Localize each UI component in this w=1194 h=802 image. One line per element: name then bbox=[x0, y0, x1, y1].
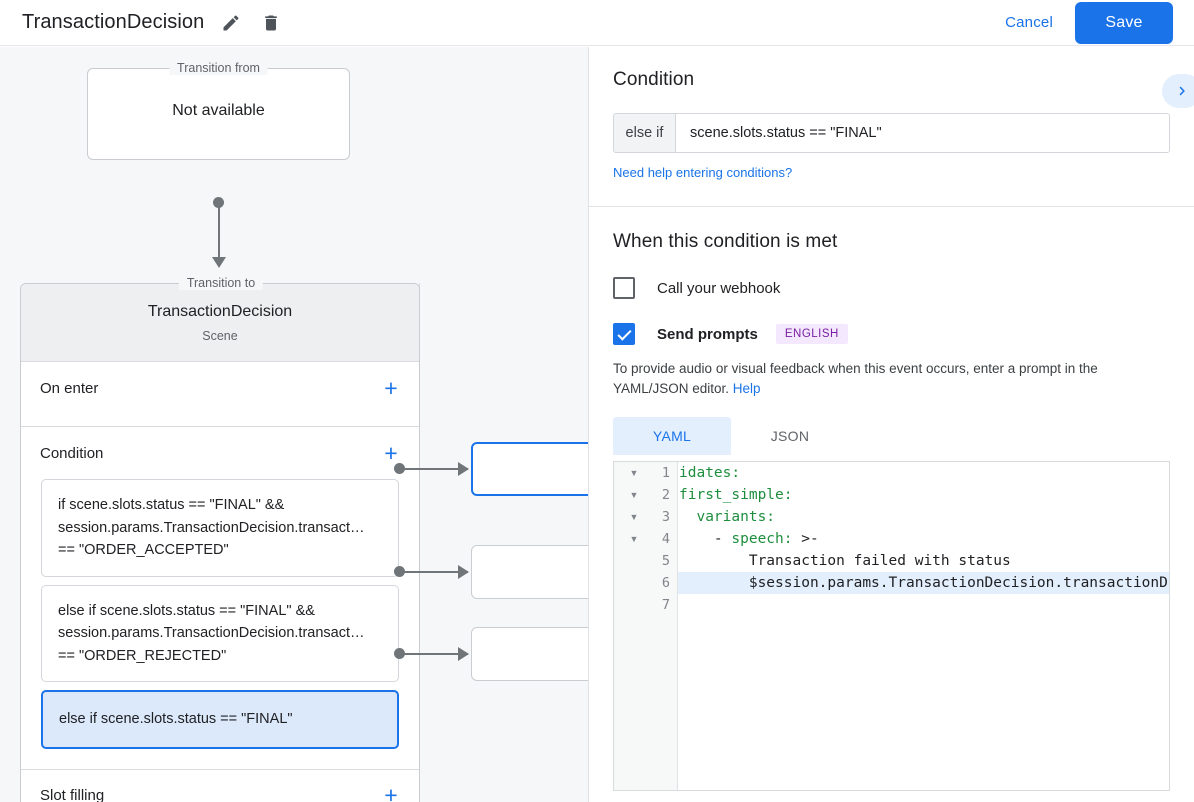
editor-gutter-row: 7 bbox=[614, 594, 677, 616]
top-bar: TransactionDecision Cancel Save bbox=[0, 0, 1194, 46]
scene-header[interactable]: TransactionDecision Scene bbox=[21, 284, 419, 362]
condition-detail-panel: Condition else if Need help entering con… bbox=[588, 47, 1194, 802]
language-badge: ENGLISH bbox=[775, 324, 848, 344]
save-button[interactable]: Save bbox=[1075, 1, 1173, 44]
prompt-editor-help-link[interactable]: Help bbox=[732, 381, 761, 396]
editor-line-number: 6 bbox=[661, 575, 670, 591]
condition-out-line bbox=[404, 468, 468, 470]
editor-gutter-row: 5 bbox=[614, 550, 677, 572]
transition-connector-arrow bbox=[212, 257, 226, 268]
section-condition-title: Condition bbox=[40, 444, 104, 462]
call-webhook-label: Call your webhook bbox=[657, 279, 781, 297]
tab-yaml[interactable]: YAML bbox=[613, 417, 731, 455]
condition-input-row: else if bbox=[613, 113, 1170, 153]
transition-connector-line bbox=[218, 201, 220, 261]
editor-gutter-row: 6 bbox=[614, 572, 677, 594]
prompt-editor-hint-text: To provide audio or visual feedback when… bbox=[613, 361, 1098, 396]
panel-condition-section: Condition else if Need help entering con… bbox=[589, 47, 1194, 207]
condition-out-line bbox=[404, 571, 468, 573]
call-webhook-checkbox[interactable] bbox=[613, 277, 635, 299]
add-on-enter-plus-icon[interactable]: + bbox=[384, 374, 398, 401]
transition-from-value: Not available bbox=[172, 102, 265, 119]
editor-line-number: 4 bbox=[661, 531, 670, 547]
condition-item[interactable]: if scene.slots.status == "FINAL" && sess… bbox=[41, 479, 399, 577]
send-prompts-row[interactable]: Send prompts ENGLISH bbox=[613, 323, 1170, 345]
section-condition-head: Condition + bbox=[21, 427, 419, 479]
fold-toggle-icon[interactable]: ▼ bbox=[629, 512, 639, 522]
send-prompts-checkbox[interactable] bbox=[613, 323, 635, 345]
editor-code-line[interactable] bbox=[678, 594, 1169, 616]
editor-gutter-row: ▼3 bbox=[614, 506, 677, 528]
condition-out-arrow bbox=[458, 647, 469, 661]
transition-target-card[interactable] bbox=[471, 627, 588, 681]
transition-to-card: Transition to TransactionDecision Scene … bbox=[20, 276, 420, 802]
trash-icon[interactable] bbox=[258, 10, 284, 36]
add-slot-filling-plus-icon[interactable]: + bbox=[384, 782, 398, 802]
fold-toggle-icon[interactable]: ▼ bbox=[629, 468, 639, 478]
transition-target-card-selected[interactable] bbox=[471, 442, 588, 496]
editor-line-number: 1 bbox=[661, 465, 670, 481]
editor-code-line[interactable]: idates: bbox=[679, 465, 741, 481]
transition-from-card: Transition from Not available bbox=[87, 61, 350, 160]
when-condition-met-heading: When this condition is met bbox=[613, 231, 838, 252]
section-slot-filling-head: Slot filling + bbox=[21, 770, 419, 802]
condition-out-dot bbox=[394, 566, 405, 577]
editor-format-tabs: YAML JSON bbox=[613, 417, 1170, 455]
editor-code-line[interactable]: first_simple: bbox=[679, 487, 793, 503]
editor-gutter-row: ▼1 bbox=[614, 462, 677, 484]
condition-out-line bbox=[404, 653, 468, 655]
editor-line-number: 3 bbox=[661, 509, 670, 525]
panel-condition-heading: Condition bbox=[613, 69, 695, 90]
pencil-icon[interactable] bbox=[218, 10, 244, 36]
editor-code-area[interactable]: idates: first_simple: variants: - speech:… bbox=[678, 462, 1169, 790]
editor-gutter-row: ▼2 bbox=[614, 484, 677, 506]
chevron-right-icon[interactable] bbox=[1162, 74, 1194, 108]
condition-out-arrow bbox=[458, 462, 469, 476]
transition-from-legend: Transition from bbox=[169, 61, 268, 75]
call-webhook-row[interactable]: Call your webhook bbox=[613, 277, 1170, 299]
editor-code-line[interactable]: variants: bbox=[696, 509, 776, 525]
editor-code-lines: idates: first_simple: variants: - speech:… bbox=[678, 462, 1169, 616]
tab-json[interactable]: JSON bbox=[770, 428, 810, 444]
section-on-enter: On enter + bbox=[21, 362, 419, 427]
editor-code-line[interactable]: - speech: >- bbox=[679, 531, 819, 547]
send-prompts-label: Send prompts bbox=[657, 325, 758, 343]
editor-line-number: 5 bbox=[661, 553, 670, 569]
add-condition-plus-icon[interactable]: + bbox=[384, 439, 398, 466]
condition-prefix-label: else if bbox=[614, 114, 676, 152]
section-on-enter-title: On enter bbox=[40, 379, 99, 397]
condition-item[interactable]: else if scene.slots.status == "FINAL" &&… bbox=[41, 584, 399, 682]
section-slot-filling-title: Slot filling bbox=[40, 787, 105, 802]
scene-name: TransactionDecision bbox=[147, 302, 293, 320]
flow-canvas[interactable]: Transition from Not available Transition… bbox=[0, 47, 588, 802]
editor-code-line[interactable]: Transaction failed with status bbox=[748, 553, 1011, 569]
fold-toggle-icon[interactable]: ▼ bbox=[629, 534, 639, 544]
fold-toggle-icon[interactable]: ▼ bbox=[629, 490, 639, 500]
panel-when-section: When this condition is met Call your web… bbox=[589, 207, 1194, 791]
editor-code-line[interactable]: $session.params.TransactionDecision.tran… bbox=[678, 572, 1169, 594]
editor-line-number: 2 bbox=[661, 487, 670, 503]
section-condition: Condition + if scene.slots.status == "FI… bbox=[21, 427, 419, 770]
condition-out-arrow bbox=[458, 565, 469, 579]
condition-help-link[interactable]: Need help entering conditions? bbox=[613, 165, 793, 180]
editor-gutter-row: ▼4 bbox=[614, 528, 677, 550]
section-on-enter-head: On enter + bbox=[21, 362, 419, 414]
transition-to-legend: Transition to bbox=[178, 276, 264, 290]
page-title: TransactionDecision bbox=[22, 11, 205, 33]
scene-type: Scene bbox=[202, 328, 238, 343]
transition-target-card[interactable] bbox=[471, 545, 588, 599]
cancel-button[interactable]: Cancel bbox=[993, 6, 1065, 39]
prompt-editor-hint: To provide audio or visual feedback when… bbox=[613, 359, 1169, 399]
condition-out-dot bbox=[394, 463, 405, 474]
section-slot-filling: Slot filling + Slot validation bbox=[21, 770, 419, 802]
condition-input[interactable] bbox=[676, 114, 1169, 152]
condition-item-selected[interactable]: else if scene.slots.status == "FINAL" bbox=[41, 690, 399, 749]
editor-line-number: 7 bbox=[661, 597, 670, 613]
condition-out-dot bbox=[394, 648, 405, 659]
